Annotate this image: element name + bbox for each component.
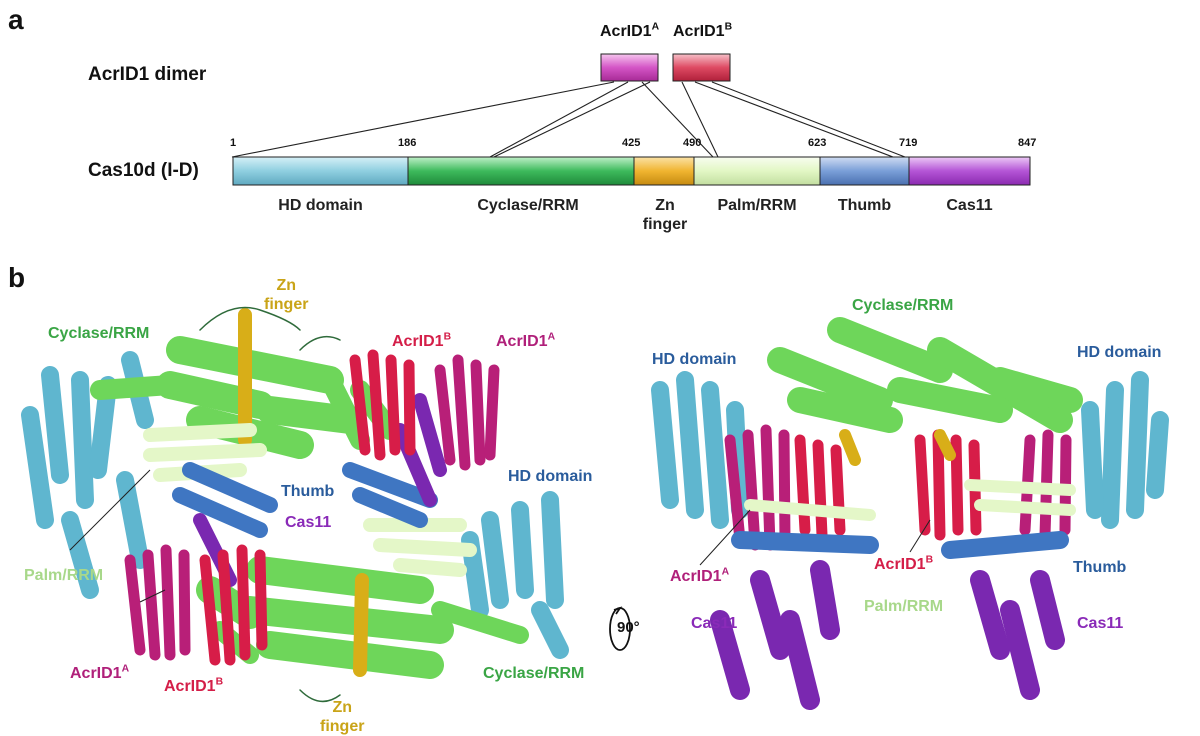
thumb-label: Thumb: [837, 197, 892, 214]
panel-b-letter: b: [8, 262, 26, 293]
acrid1b-bottom-label: AcrID1B: [164, 676, 224, 695]
pos-425: 425: [622, 137, 641, 149]
cas11-label: Cas11: [946, 197, 993, 214]
acrid1a-bottom-label: AcrID1A: [70, 663, 130, 682]
domain-diagram: [231, 53, 1031, 186]
panel-a-letter: a: [8, 4, 24, 35]
cas11-left-label: Cas11: [285, 514, 332, 531]
acrid1-dimer-label: AcrID1 dimer: [88, 64, 207, 85]
palm-right-label: Palm/RRM: [864, 598, 944, 615]
acrid1a-box: [600, 53, 659, 82]
hd-domain-left-label: HD domain: [508, 468, 593, 485]
cas11-right-right-label: Cas11: [1077, 615, 1124, 632]
rotation-label: 90°: [617, 619, 640, 636]
pos-186: 186: [398, 137, 417, 149]
hd-domain-right-right-label: HD domain: [1077, 344, 1162, 361]
pos-719: 719: [899, 137, 918, 149]
pos-847: 847: [1018, 137, 1037, 149]
hd-domain-label: HD domain: [278, 197, 363, 214]
acrid1b-right-label: AcrID1B: [874, 554, 934, 573]
palm-left-label: Palm/RRM: [24, 567, 104, 584]
cas10d-label: Cas10d (I-D): [88, 160, 199, 181]
thumb-segment: [819, 156, 910, 186]
acrid1a-box-label: AcrID1A: [600, 21, 660, 40]
acrid1b-box-label: AcrID1B: [673, 21, 733, 40]
hd-domain-segment: [232, 156, 409, 186]
rotation-arrow-icon: [609, 606, 631, 651]
cas11-right-left-label: Cas11: [691, 615, 738, 632]
cas11-segment: [908, 156, 1031, 186]
acrid1a-right-label: AcrID1A: [670, 566, 730, 585]
thumb-left-label: Thumb: [281, 483, 335, 500]
cyclase-top-label: Cyclase/RRM: [48, 325, 150, 342]
acrid1b-box: [672, 53, 731, 82]
pos-490: 490: [683, 137, 702, 149]
pos-1: 1: [230, 137, 237, 149]
thumb-right-label: Thumb: [1073, 559, 1127, 576]
structure-left-cartoon: [21, 306, 569, 703]
cyclase-bottom-label: Cyclase/RRM: [483, 665, 585, 682]
cyclase-right-label: Cyclase/RRM: [852, 297, 954, 314]
acrid1b-top-label: AcrID1B: [392, 331, 452, 350]
palm-label: Palm/RRM: [717, 197, 797, 214]
hd-domain-right-left-label: HD domain: [652, 351, 737, 368]
palm-segment: [693, 156, 821, 186]
acrid1a-top-label: AcrID1A: [496, 331, 556, 350]
cyclase-label: Cyclase/RRM: [477, 197, 579, 214]
zn-finger-segment: [633, 156, 695, 186]
cyclase-segment: [407, 156, 635, 186]
pos-623: 623: [808, 137, 827, 149]
structure-right-cartoon: [651, 317, 1169, 710]
interaction-lines: [231, 81, 906, 158]
